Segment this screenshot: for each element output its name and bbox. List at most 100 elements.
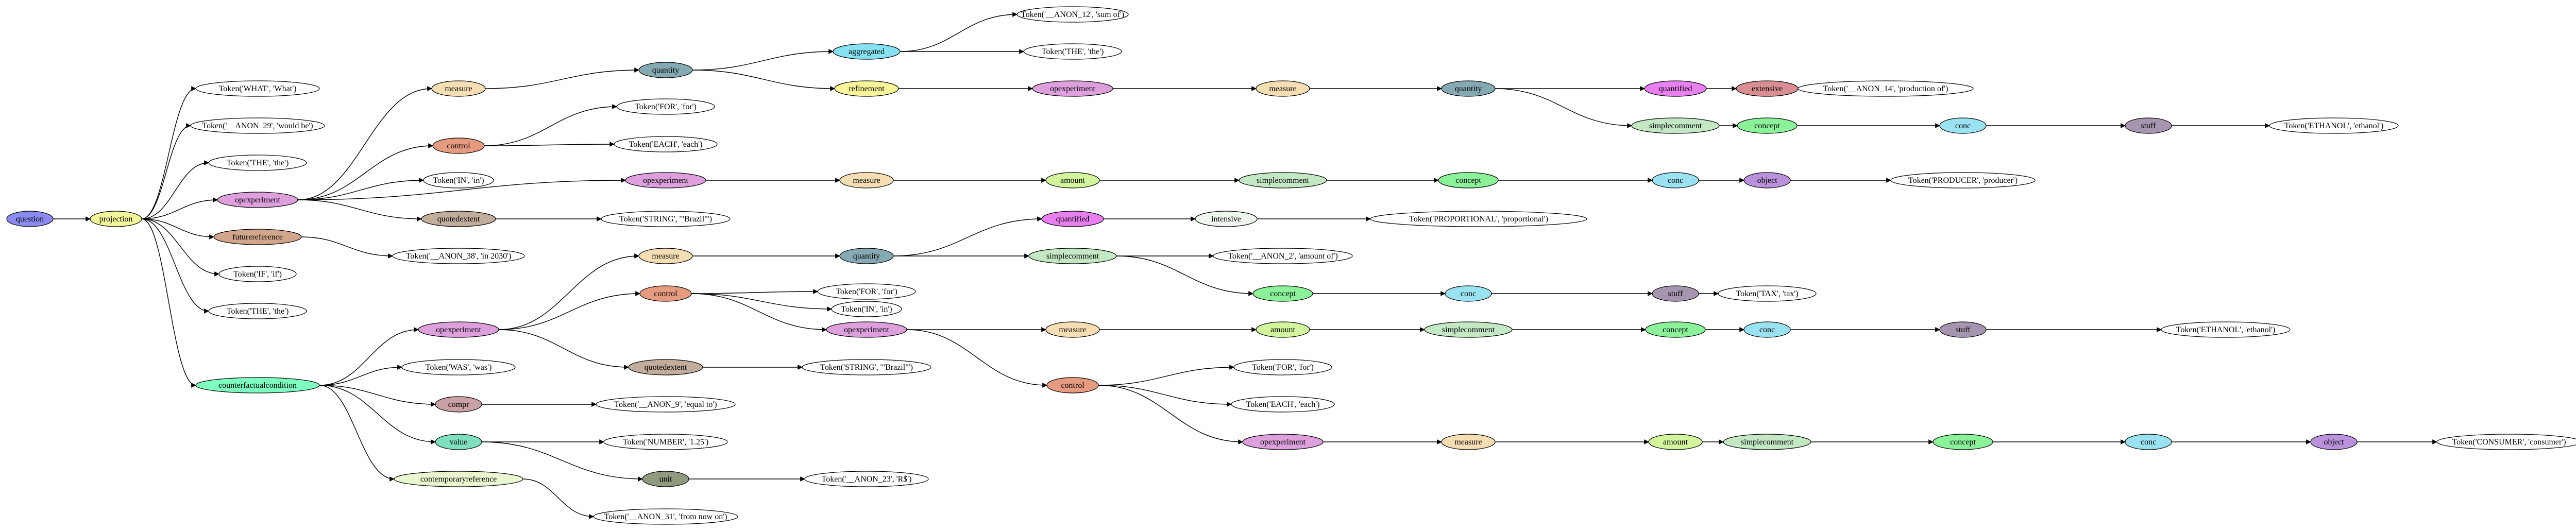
edge-projection-to-t_if	[141, 218, 219, 277]
object-node-label: object	[2324, 438, 2344, 447]
node-op5: opexperiment	[826, 321, 907, 338]
node-conc5: conc	[2125, 434, 2172, 450]
edge-projection-to-t_the2	[141, 218, 209, 314]
amount-node-shape	[1256, 321, 1310, 338]
quantity-node-shape	[638, 62, 693, 78]
node-t_the1: Token('THE', 'the')	[208, 155, 307, 171]
opexperiment-node-shape	[826, 321, 907, 338]
concept-node-shape	[1737, 117, 1798, 134]
node-meas5: measure	[1045, 321, 1100, 338]
simplecomment-node-label: simplecomment	[1649, 122, 1702, 130]
edge-value-to-unit	[481, 441, 643, 482]
token-node-label: Token('TAX', 'tax')	[1736, 289, 1798, 298]
token-node-label: Token('IN', 'in')	[841, 305, 892, 314]
token-node-shape	[208, 303, 307, 319]
node-stuff1: stuff	[2125, 117, 2172, 134]
amount-node-shape	[1648, 434, 1703, 450]
edge-ctrl2-to-t_for2	[691, 289, 818, 294]
node-t_ethanol2: Token('ETHANOL', 'ethanol')	[2161, 321, 2291, 338]
simplecomment-node-label: simplecomment	[1257, 176, 1310, 185]
edge-sc3-to-concept3	[1116, 255, 1253, 296]
node-qe2: quotedextent	[628, 359, 703, 375]
node-ref: refinement	[834, 80, 899, 97]
edge-ctrl2-to-op5	[691, 293, 827, 332]
intensive-node-label: intensive	[1211, 215, 1241, 224]
token-node-label: Token('__ANON_38', 'in 2030')	[406, 252, 512, 261]
stuff-node-label: stuff	[1668, 289, 1683, 298]
amount-node-shape	[1045, 172, 1100, 189]
node-amt2: amount	[1256, 321, 1310, 338]
token-node-shape	[802, 359, 931, 375]
node-unit: unit	[642, 471, 689, 487]
node-sc3: simplecomment	[1028, 248, 1117, 264]
stuff-node-shape	[1939, 321, 1987, 338]
node-meas2: measure	[1256, 80, 1310, 97]
node-t_anon23: Token('__ANON_23', 'R$')	[804, 471, 929, 487]
token-node-shape	[831, 301, 902, 317]
node-concept4: concept	[1645, 321, 1706, 338]
refinement-node-label: refinement	[849, 84, 885, 93]
node-op4: opexperiment	[418, 321, 499, 338]
node-t_consumer: Token('CONSUMER', 'consumer')	[2436, 434, 2576, 450]
edge-op4-to-qe2	[498, 329, 629, 370]
aggregated-node-shape	[833, 43, 901, 60]
token-node-label: Token('EACH', 'each')	[629, 140, 703, 149]
edge-op1-to-meas1	[297, 86, 432, 200]
node-t_number: Token('NUMBER', '1.25')	[603, 434, 728, 450]
node-ctrl2: control	[639, 285, 692, 302]
edge-qty1-to-agg	[692, 49, 834, 71]
token-node-label: Token('FOR', 'for')	[635, 102, 697, 111]
token-node-label: Token('PROPORTIONAL', 'proportional')	[1409, 215, 1548, 224]
quantified-node-label: quantified	[1659, 84, 1692, 93]
node-t_in1: Token('IN', 'in')	[423, 172, 494, 189]
node-t_the2: Token('THE', 'the')	[208, 303, 307, 319]
refinement-node-shape	[834, 80, 899, 97]
edge-projection-to-cf	[141, 218, 196, 388]
conc-node-label: conc	[1461, 289, 1476, 298]
extensive-node-label: extensive	[1752, 84, 1783, 93]
edge-op1-to-qe1	[297, 199, 422, 221]
simplecomment-node-shape	[1028, 248, 1117, 264]
conc-node-shape	[1743, 321, 1791, 338]
node-t_anon2: Token('__ANON_2', 'amount of')	[1213, 248, 1353, 264]
node-t_for2: Token('FOR', 'for')	[817, 283, 916, 300]
node-t_if: Token('IF', 'if')	[218, 266, 297, 282]
node-qty2: quantity	[1441, 80, 1496, 97]
token-node-shape	[1016, 6, 1129, 23]
token-node-shape	[817, 283, 916, 300]
edge-cf-to-contemp	[319, 385, 395, 482]
question-node-shape	[6, 211, 54, 227]
edge-op4-to-meas4	[498, 253, 639, 330]
quotedextent-node-label: quotedextent	[437, 215, 480, 224]
node-qe1: quotedextent	[421, 211, 496, 227]
intensive-node-shape	[1195, 211, 1258, 227]
node-stuff2: stuff	[1652, 285, 1699, 302]
node-t_for1: Token('FOR', 'for')	[616, 98, 715, 115]
concept-node-shape	[1645, 321, 1706, 338]
token-node-shape	[2161, 321, 2291, 338]
token-node-shape	[614, 136, 718, 152]
edge-ctrl3-to-op6	[1098, 385, 1243, 444]
stuff-node-label: stuff	[2141, 122, 2156, 130]
token-node-shape	[1718, 285, 1817, 302]
edge-op1-to-ctrl1	[297, 143, 433, 200]
concept-node-label: concept	[1754, 122, 1780, 130]
counterfactualcondition-node-label: counterfactualcondition	[218, 381, 297, 390]
token-node-shape	[1213, 248, 1353, 264]
edge-meas1-to-qty1	[485, 67, 639, 89]
token-node-label: Token('__ANON_9', 'equal to')	[614, 400, 717, 409]
futurereference-node-shape	[213, 229, 302, 245]
quantified-node-label: quantified	[1056, 215, 1090, 224]
counterfactualcondition-node-shape	[195, 377, 320, 393]
edge-cf-to-comp	[319, 385, 436, 407]
opexperiment-node-label: opexperiment	[643, 176, 689, 185]
token-node-label: Token('CONSUMER', 'consumer')	[2452, 438, 2566, 447]
opexperiment-node-label: opexperiment	[1260, 438, 1306, 447]
conc-node-label: conc	[1759, 326, 1775, 334]
node-concept3: concept	[1252, 285, 1313, 302]
simplecomment-node-label: simplecomment	[1046, 252, 1099, 261]
measure-node-shape	[431, 80, 486, 97]
simplecomment-node-label: simplecomment	[1442, 326, 1495, 334]
edge-ctrl3-to-t_each2	[1098, 385, 1232, 407]
